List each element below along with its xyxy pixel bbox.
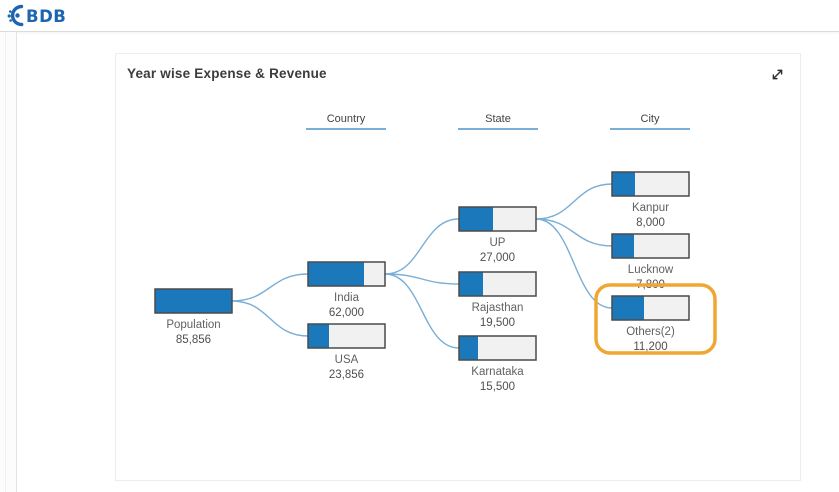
node-label: Rajasthan [472,302,524,314]
node-bar-fill [612,234,634,258]
node-bar-border [611,171,690,197]
node-label: Lucknow [628,264,674,276]
node-bar-fill [308,262,364,286]
node-bar-border [458,335,537,361]
tree-node-kanpur[interactable]: Kanpur 8,000 [611,171,690,229]
tree-node-usa[interactable]: USA 23,856 [307,323,386,381]
node-value: 11,200 [633,341,667,353]
node-label: Karnataka [471,366,524,378]
tree-node-population[interactable]: Population 85,856 [154,288,233,346]
node-bar-fill [155,289,232,313]
app-header: BDB [0,0,839,32]
node-label: UP [490,237,506,249]
node-bar-fill [612,296,644,320]
left-rail [0,32,17,492]
expand-icon [772,69,782,79]
node-bar-fill [459,272,483,296]
node-bar-fill [459,207,493,231]
node-value: 27,000 [480,252,515,264]
node-value: 23,856 [329,369,364,381]
node-value: 15,500 [480,381,515,393]
node-bar-fill [459,336,478,360]
expand-button[interactable] [767,64,787,84]
bdb-logo[interactable]: BDB [7,3,65,28]
chart-card: Year wise Expense & Revenue [115,53,801,481]
tree-node-india[interactable]: India 62,000 [307,261,386,319]
tree-node-karnataka[interactable]: Karnataka 15,500 [458,335,537,393]
node-bar-border [154,288,233,314]
node-value: 62,000 [329,307,364,319]
bdb-logo-icon: BDB [7,4,65,27]
bdb-logo-text: BDB [26,7,65,26]
node-bar-border [611,233,690,259]
node-value: 85,856 [176,334,211,346]
node-value: 8,000 [636,217,665,229]
node-label: Population [166,319,220,331]
chart-title: Year wise Expense & Revenue [127,66,327,81]
node-bar-border [458,271,537,297]
node-bar-border [307,323,386,349]
tree-node-up[interactable]: UP 27,000 [458,206,537,264]
node-value: 7,800 [636,279,665,291]
node-label: India [334,292,360,304]
node-bar-fill [612,172,635,196]
tree-node-rajasthan[interactable]: Rajasthan 19,500 [458,271,537,329]
node-label: Kanpur [632,202,669,214]
left-rail-divider [5,32,6,492]
node-bar-border [458,206,537,232]
node-bar-border [307,261,386,287]
node-label: USA [335,354,359,366]
node-label: Others(2) [626,326,675,338]
node-value: 19,500 [480,317,515,329]
node-bar-fill [308,324,329,348]
